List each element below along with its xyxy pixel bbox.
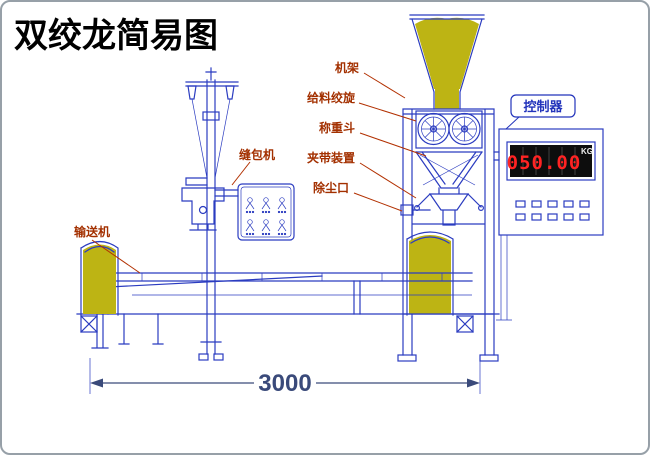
bag-left (80, 240, 119, 316)
label-dust-port: 除尘口 (313, 180, 349, 195)
label-sewing-machine: 缝包机 (239, 147, 275, 162)
dimension-arrow-left (90, 378, 103, 388)
label-weigh-hopper: 称重斗 (319, 120, 355, 135)
top-hopper (409, 14, 485, 110)
dimension-line: 3000 (89, 358, 481, 397)
thread-spools (187, 85, 235, 100)
label-controller: 控制器 (523, 99, 563, 114)
twin-screws (415, 110, 483, 149)
controller-box: 050.00 KG (493, 128, 604, 321)
label-feed-screw: 给料绞旋 (307, 90, 356, 105)
bearing-symbol-left (80, 315, 98, 333)
sewing-control-panel (214, 183, 295, 241)
clamp-device (414, 187, 485, 226)
dust-port (400, 204, 431, 216)
sewing-station (181, 67, 239, 361)
bearing-symbol-right (456, 315, 474, 333)
dimension-arrow-right (467, 378, 480, 388)
weight-display: 050.00 KG (506, 141, 596, 181)
label-frame: 机架 (335, 60, 359, 75)
leader-lines (91, 72, 427, 274)
sewing-machine-head (181, 187, 225, 231)
dimension-value: 3000 (258, 370, 311, 397)
label-clamp-device: 夹带装置 (307, 150, 355, 165)
machine-frame (397, 108, 499, 362)
weight-display-value: 050.00 (507, 152, 582, 174)
label-conveyor: 输送机 (74, 224, 110, 239)
product-bag (406, 231, 454, 316)
weight-display-unit: KG (581, 147, 593, 156)
panel-icons[interactable] (245, 197, 287, 236)
weighing-hopper (415, 151, 483, 189)
controller-label: 控制器 (505, 94, 576, 130)
page-title: 双绞龙简易图 (14, 16, 218, 56)
controller-buttons[interactable] (515, 200, 590, 221)
